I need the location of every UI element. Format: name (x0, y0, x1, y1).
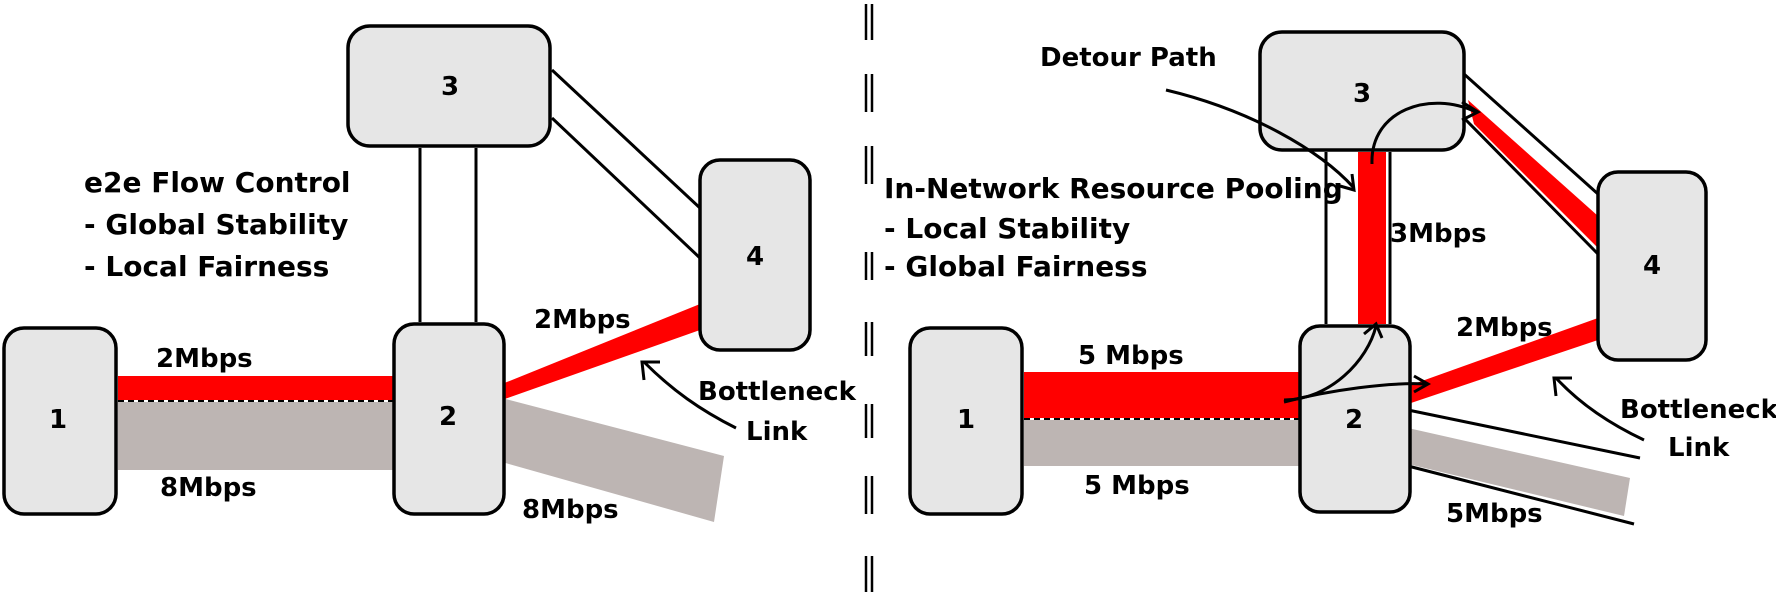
right-rate-2-gray: 5Mbps (1446, 499, 1543, 529)
right-bullet-1: - Local Stability (884, 212, 1130, 245)
right-bottleneck-label-1: Bottleneck (1620, 395, 1776, 425)
left-rate-2-gray: 8Mbps (522, 495, 619, 525)
right-panel: 1 2 3 4 Detour Path In-Network Resource … (884, 30, 1776, 529)
right-red-flow-1-2 (1024, 372, 1300, 418)
left-bullet-1: - Global Stability (84, 208, 348, 241)
right-detour-arrow-3 (1370, 101, 1477, 165)
left-node-2-label: 2 (439, 402, 457, 432)
left-bottleneck-label-2: Link (746, 417, 808, 447)
left-node-4-label: 4 (746, 242, 764, 272)
right-title: In-Network Resource Pooling (884, 172, 1343, 205)
right-detour-label: Detour Path (1040, 43, 1217, 73)
left-node-3-label: 3 (441, 72, 459, 102)
left-gray-flow-1-2 (118, 402, 394, 470)
left-link-3-4-a (550, 68, 702, 210)
left-gray-flow-2-out (502, 398, 724, 522)
left-bottleneck-label-1: Bottleneck (698, 377, 857, 407)
right-node-2: 2 (1298, 324, 1412, 514)
right-node-4: 4 (1596, 170, 1708, 362)
left-bullet-2: - Local Fairness (84, 250, 329, 283)
right-rate-1-2-gray: 5 Mbps (1084, 471, 1190, 501)
left-node-3: 3 (346, 24, 552, 148)
right-detour-pointer-head (1339, 173, 1356, 193)
left-bottleneck-arrow (642, 360, 737, 430)
right-gray-edge-top (1407, 408, 1641, 460)
left-node-2: 2 (392, 322, 506, 516)
right-bottleneck-arrowhead (1552, 376, 1572, 397)
left-rate-1-2-red: 2Mbps (156, 344, 253, 374)
right-gray-edge-bottom (1407, 464, 1635, 526)
left-node-4: 4 (698, 158, 812, 352)
right-bullet-2: - Global Fairness (884, 250, 1148, 283)
left-title: e2e Flow Control (84, 166, 351, 199)
right-bottleneck-arrow (1554, 376, 1645, 442)
right-link-3-4-a (1462, 72, 1600, 196)
right-gray-flow-2-out (1408, 428, 1630, 516)
right-node-3: 3 (1258, 30, 1466, 152)
right-node-2-label: 2 (1345, 405, 1363, 435)
left-red-flow-2-4 (502, 304, 700, 400)
right-detour-pointer (1165, 88, 1356, 190)
left-rate-2-4-red: 2Mbps (534, 305, 631, 335)
left-rate-1-2-gray: 8Mbps (160, 473, 257, 503)
right-direct-arrowhead-2-to-4 (1413, 374, 1432, 394)
right-gray-flow-1-2 (1024, 420, 1300, 466)
right-link-3-4-b (1462, 116, 1600, 256)
right-node-3-label: 3 (1353, 79, 1371, 109)
left-node-1-label: 1 (49, 405, 67, 435)
left-link-3-4-b (550, 116, 702, 260)
right-node-1: 1 (908, 326, 1024, 516)
right-red-flow-3-4 (1468, 100, 1598, 248)
right-red-flow-2-4 (1408, 318, 1598, 404)
right-rate-2-4-red: 2Mbps (1456, 313, 1553, 343)
right-node-4-label: 4 (1643, 251, 1661, 281)
right-rate-2-3-red: 3Mbps (1390, 219, 1487, 249)
right-detour-arrowhead-3 (1461, 100, 1482, 122)
right-node-1-label: 1 (957, 405, 975, 435)
right-detour-arrowhead-2-to-3 (1363, 321, 1384, 339)
left-bottleneck-arrowhead (640, 360, 660, 381)
left-red-flow-1-2 (118, 376, 394, 400)
right-direct-arrow-2-to-4 (1283, 382, 1427, 404)
left-panel: 1 2 3 4 e2e Flow Control - Global Stabil… (2, 24, 857, 525)
panel-divider (864, 4, 874, 592)
right-rate-1-2-red: 5 Mbps (1078, 341, 1184, 371)
right-bottleneck-label-2: Link (1668, 433, 1730, 463)
right-red-flow-2-3 (1358, 152, 1386, 324)
left-node-1: 1 (2, 326, 118, 516)
